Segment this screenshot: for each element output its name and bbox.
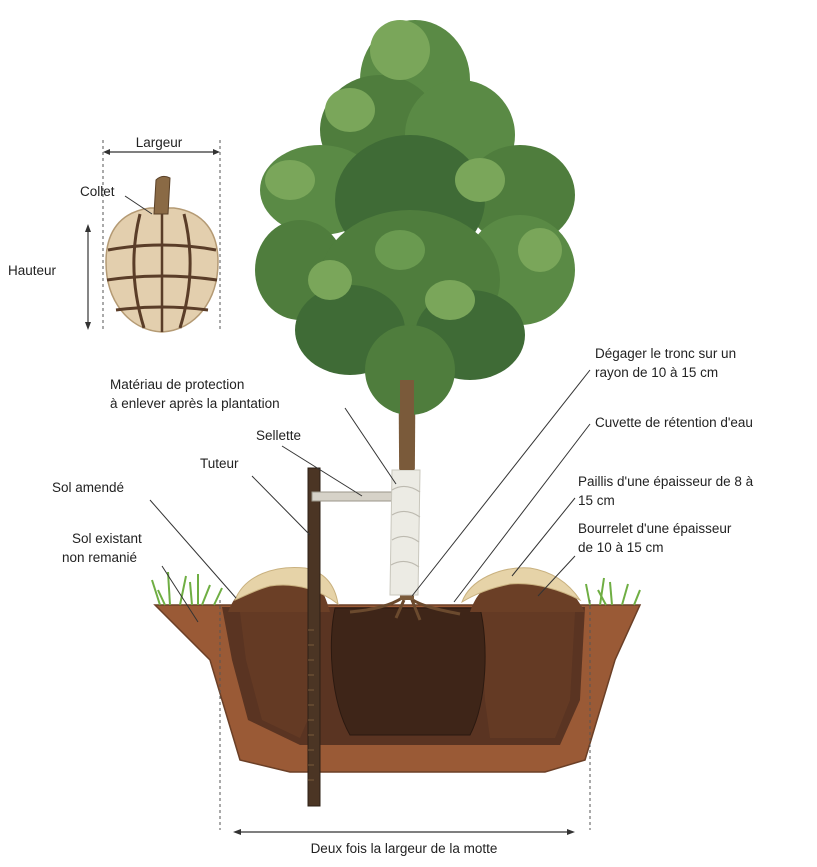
degager-label-line1: Dégager le tronc sur un: [595, 346, 736, 361]
mulch-right: [461, 567, 582, 604]
collet-label: Collet: [80, 184, 115, 199]
stake-post: [307, 467, 321, 807]
largeur-arrowhead-right: [213, 149, 220, 155]
tree: [255, 20, 575, 600]
deux-fois-label: Deux fois la largeur de la motte: [311, 841, 498, 856]
root-ball: [330, 607, 486, 736]
bottom-width-indicator: Deux fois la largeur de la motte: [219, 600, 591, 856]
sellette-label: Sellette: [256, 428, 301, 443]
paillis-label-line2: 15 cm: [578, 493, 615, 508]
left-labels: Matériau de protection à enlever après l…: [52, 377, 397, 623]
largeur-label-bg: [124, 135, 194, 151]
tuteur-label: Tuteur: [200, 456, 239, 471]
right-labels: Dégager le tronc sur un rayon de 10 à 15…: [411, 346, 754, 603]
sol-existant-label-line1: Sol existant: [72, 531, 142, 546]
bourrelet-label-line1: Bourrelet d'une épaisseur: [578, 521, 732, 536]
twine-vertical-2: [178, 213, 192, 329]
amended-soil-shade-right: [480, 612, 575, 738]
cuvette-leader: [453, 423, 591, 603]
sol-amende-leader: [149, 499, 237, 599]
paillis-leader: [511, 497, 576, 577]
grass-right: [585, 577, 641, 606]
sol-existant-leader: [161, 565, 199, 623]
hauteur-arrowhead-top: [85, 224, 91, 232]
trunk-wrap-folds: [390, 485, 421, 568]
surface-roots: [349, 596, 461, 621]
materiau-leader: [344, 407, 397, 485]
planting-hole: [151, 566, 642, 773]
hauteur-label: Hauteur: [8, 263, 57, 278]
materiau-label-line1: Matériau de protection: [110, 377, 244, 392]
largeur-arrowhead-left: [103, 149, 110, 155]
sol-existant-label-line2: non remanié: [62, 550, 137, 565]
sol-amende-label: Sol amendé: [52, 480, 124, 495]
trunk-lower: [400, 380, 414, 470]
paillis-label-line1: Paillis d'une épaisseur de 8 à: [578, 474, 754, 489]
cuvette-label: Cuvette de rétention d'eau: [595, 415, 753, 430]
materiau-label-line2: à enlever après la plantation: [110, 396, 280, 411]
bottom-arrowhead-right: [567, 829, 575, 835]
twine-vertical-1: [132, 213, 146, 329]
bourrelet-leader: [537, 555, 576, 597]
grass-left: [151, 571, 223, 606]
degager-leader: [411, 369, 591, 597]
root-ball-inset: Largeur Hauteur Collet: [8, 135, 221, 333]
tuteur-leader: [251, 475, 311, 536]
bourrelet-label-line2: de 10 à 15 cm: [578, 540, 664, 555]
hauteur-arrowhead-bottom: [85, 322, 91, 330]
stake: [307, 467, 419, 807]
amended-soil-shade-left: [240, 612, 320, 738]
foliage: [255, 20, 575, 415]
sellette-leader: [281, 445, 363, 497]
largeur-label: Largeur: [136, 135, 183, 150]
degager-label-line2: rayon de 10 à 15 cm: [595, 365, 718, 380]
bottom-arrowhead-left: [233, 829, 241, 835]
collet-leader: [124, 195, 153, 215]
stake-ruler-marks: [308, 629, 314, 781]
collet-trunk-stub: [153, 175, 171, 215]
